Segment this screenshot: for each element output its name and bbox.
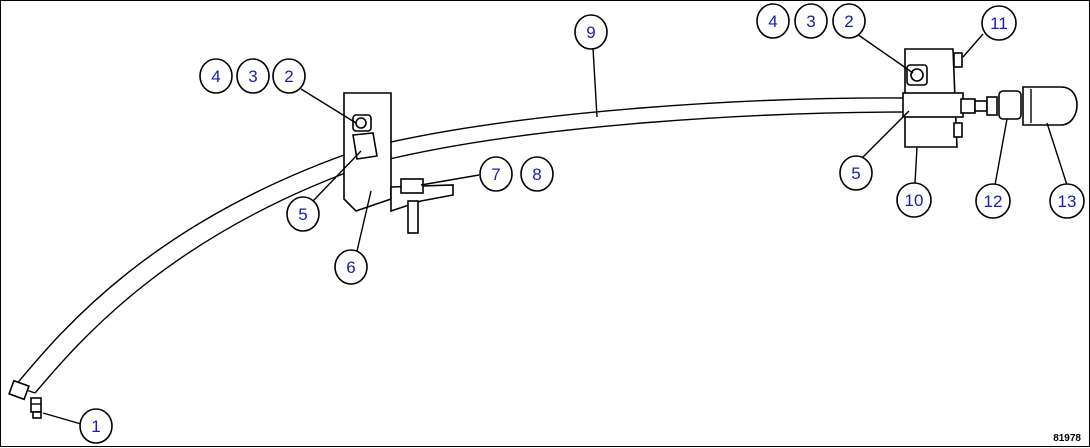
hose-tube (14, 97, 910, 394)
callout-5-left: 5 (286, 196, 320, 232)
callout-9: 9 (574, 14, 608, 50)
callout-label: 10 (905, 191, 924, 210)
callout-1: 1 (79, 408, 113, 444)
callout-12: 12 (975, 183, 1011, 219)
callout-label: 12 (984, 192, 1003, 211)
figure-number: 81978 (1053, 433, 1081, 444)
leader-lines (42, 33, 1068, 425)
callout-3-left: 3 (236, 58, 270, 94)
callout-label: 13 (1058, 192, 1077, 211)
callout-8: 8 (520, 156, 554, 192)
callout-label: 3 (806, 12, 815, 31)
callout-label: 5 (298, 205, 307, 224)
callout-2-right: 2 (832, 3, 866, 39)
callout-6: 6 (334, 249, 368, 285)
right-bracket (902, 48, 964, 148)
left-bracket (343, 92, 454, 234)
callout-label: 2 (844, 12, 853, 31)
callout-label: 3 (248, 67, 257, 86)
callout-label: 6 (346, 258, 355, 277)
callout-label: 7 (491, 165, 500, 184)
callout-11: 11 (981, 5, 1017, 41)
callout-label: 8 (532, 165, 541, 184)
callout-4-left: 4 (199, 58, 233, 94)
callout-label: 4 (211, 67, 220, 86)
callout-label: 5 (851, 164, 860, 183)
callout-2-left: 2 (272, 58, 306, 94)
callout-5-right: 5 (839, 155, 873, 191)
callout-label: 9 (586, 23, 595, 42)
callout-4-right: 4 (756, 3, 790, 39)
callout-10: 10 (896, 182, 932, 218)
callout-label: 2 (284, 67, 293, 86)
callout-13: 13 (1049, 183, 1085, 219)
connector-assembly (960, 86, 1078, 126)
callout-label: 4 (768, 12, 777, 31)
callout-7: 7 (479, 156, 513, 192)
callout-label: 1 (91, 417, 100, 436)
end-fitting (8, 379, 42, 419)
callout-label: 11 (990, 14, 1008, 33)
callout-3-right: 3 (794, 3, 828, 39)
